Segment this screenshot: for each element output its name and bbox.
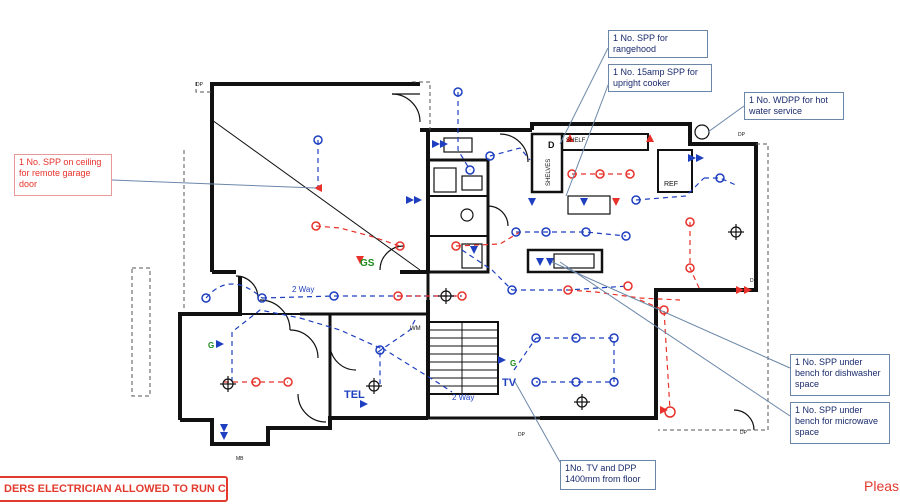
please-note-text: Pleas <box>864 478 900 494</box>
callout-rangehood-text: 1 No. SPP for rangehood <box>613 33 668 54</box>
d-label: D <box>548 140 555 150</box>
tv-label: TV <box>502 377 517 389</box>
g-label-1: G <box>510 359 516 368</box>
ceiling-light-fittings <box>220 224 744 410</box>
dashed-outlines <box>131 81 769 431</box>
telephone-label: TEL <box>344 389 365 401</box>
callout-garage-door: 1 No. SPP on ceiling for remote garage d… <box>14 154 112 196</box>
callout-tv: 1No. TV and DPP 1400mm from floor <box>560 460 656 490</box>
shelf-label: SHELF <box>566 138 586 144</box>
shelves-label: SHELVES <box>546 159 552 186</box>
red-circuit-wiring <box>224 173 701 411</box>
garage-switch-label: GS <box>360 258 375 269</box>
callout-cooker-text: 1 No. 15amp SPP for upright cooker <box>613 67 698 88</box>
callout-dishwasher-text: 1 No. SPP under bench for dishwasher spa… <box>795 357 881 389</box>
callout-leaders <box>111 47 791 463</box>
callout-garage-door-text: 1 No. SPP on ceiling for remote garage d… <box>19 157 102 189</box>
blue-power-points <box>216 140 704 440</box>
callout-hot-water: 1 No. WDPP for hot water service <box>744 92 844 120</box>
red-power-points <box>314 134 752 414</box>
door-swings <box>211 93 755 431</box>
two-way-label-top: 2 Way <box>292 285 314 294</box>
callout-tv-text: 1No. TV and DPP 1400mm from floor <box>565 463 641 484</box>
downpipe-label-1: DP <box>196 82 204 88</box>
downpipe-label-3: DP <box>738 132 746 138</box>
callout-hot-water-text: 1 No. WDPP for hot water service <box>749 95 828 116</box>
red-light-points <box>251 169 695 418</box>
callout-microwave-text: 1 No. SPP under bench for microwave spac… <box>795 405 879 437</box>
stair-treads <box>428 322 498 394</box>
wm-label: WM <box>410 326 421 332</box>
electrician-notice-banner: DERS ELECTRICIAN ALLOWED TO RUN CABLES <box>0 476 228 502</box>
downpipe-label-2: DP <box>412 82 420 88</box>
blue-circuit-wiring <box>205 92 739 393</box>
downpipe-label-5: DP <box>518 432 526 438</box>
downpipe-label-6: DP <box>740 430 748 436</box>
callout-rangehood: 1 No. SPP for rangehood <box>608 30 708 58</box>
g-label-2: G <box>208 341 214 350</box>
blue-light-points <box>201 87 725 387</box>
callout-dishwasher: 1 No. SPP under bench for dishwasher spa… <box>790 354 890 396</box>
fridge-label: REF <box>664 181 678 188</box>
electrician-notice-text: DERS ELECTRICIAN ALLOWED TO RUN CABLES <box>4 483 226 495</box>
downpipe-label-4: DP <box>750 278 758 284</box>
meter-box-label: MB <box>236 456 244 462</box>
callout-cooker: 1 No. 15amp SPP for upright cooker <box>608 64 712 92</box>
callout-microwave: 1 No. SPP under bench for microwave spac… <box>790 402 890 444</box>
two-way-label-bottom: 2 Way <box>452 393 474 402</box>
